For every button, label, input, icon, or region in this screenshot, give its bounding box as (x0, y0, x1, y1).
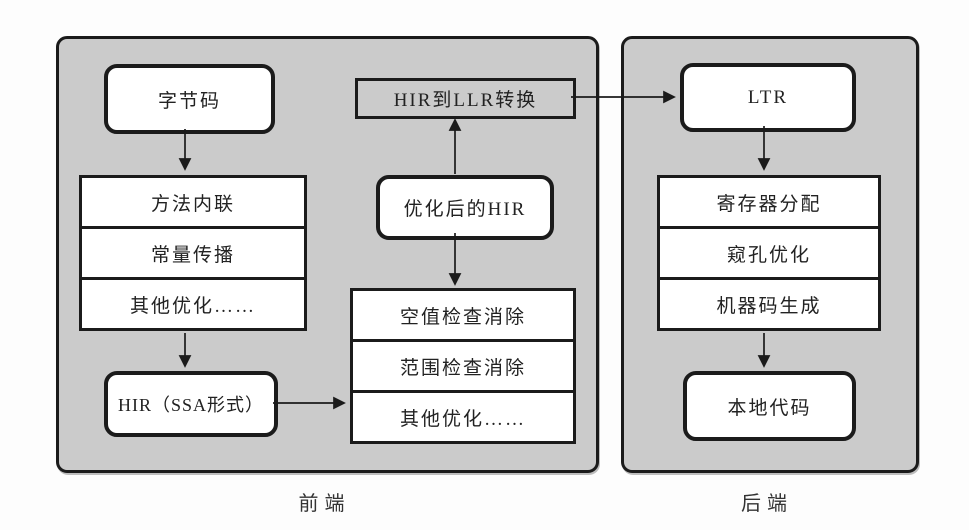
frontend-optimization-stack: 方法内联 常量传播 其他优化…… (79, 175, 307, 331)
stack-row-other-optimizations: 其他优化…… (82, 277, 304, 328)
frontend-label: 前端 (298, 493, 351, 515)
node-ltr-label: LTR (747, 86, 789, 108)
backend-label: 后端 (741, 493, 793, 515)
node-bytecode: 字节码 (104, 64, 275, 134)
stack-row-constant-propagation: 常量传播 (82, 226, 304, 277)
stack-row-range-check-elimination: 范围检查消除 (353, 339, 573, 390)
stack-row-machine-code-generation: 机器码生成 (660, 277, 878, 328)
node-hir-ssa: HIR（SSA形式） (104, 371, 278, 437)
stack-row-register-allocation: 寄存器分配 (660, 178, 878, 226)
stack-row-other-optimizations-2: 其他优化…… (353, 390, 573, 441)
node-hir-to-llr-label: HIR到LLR转换 (393, 90, 538, 111)
node-native-code-label: 本地代码 (727, 397, 812, 419)
node-bytecode-label: 字节码 (157, 90, 221, 112)
node-optimized-hir-label: 优化后的HIR (403, 199, 527, 220)
node-native-code: 本地代码 (683, 371, 856, 441)
node-hir-to-llr: HIR到LLR转换 (355, 78, 576, 119)
node-hir-ssa-label: HIR（SSA形式） (117, 395, 265, 415)
backend-optimization-stack: 寄存器分配 窥孔优化 机器码生成 (657, 175, 881, 331)
node-optimized-hir: 优化后的HIR (376, 175, 554, 240)
stack-row-method-inlining: 方法内联 (82, 178, 304, 226)
node-ltr: LTR (680, 63, 856, 132)
frontend-optimization-stack-2: 空值检查消除 范围检查消除 其他优化…… (350, 288, 576, 444)
stack-row-peephole-optimization: 窥孔优化 (660, 226, 878, 277)
stack-row-null-check-elimination: 空值检查消除 (353, 291, 573, 339)
